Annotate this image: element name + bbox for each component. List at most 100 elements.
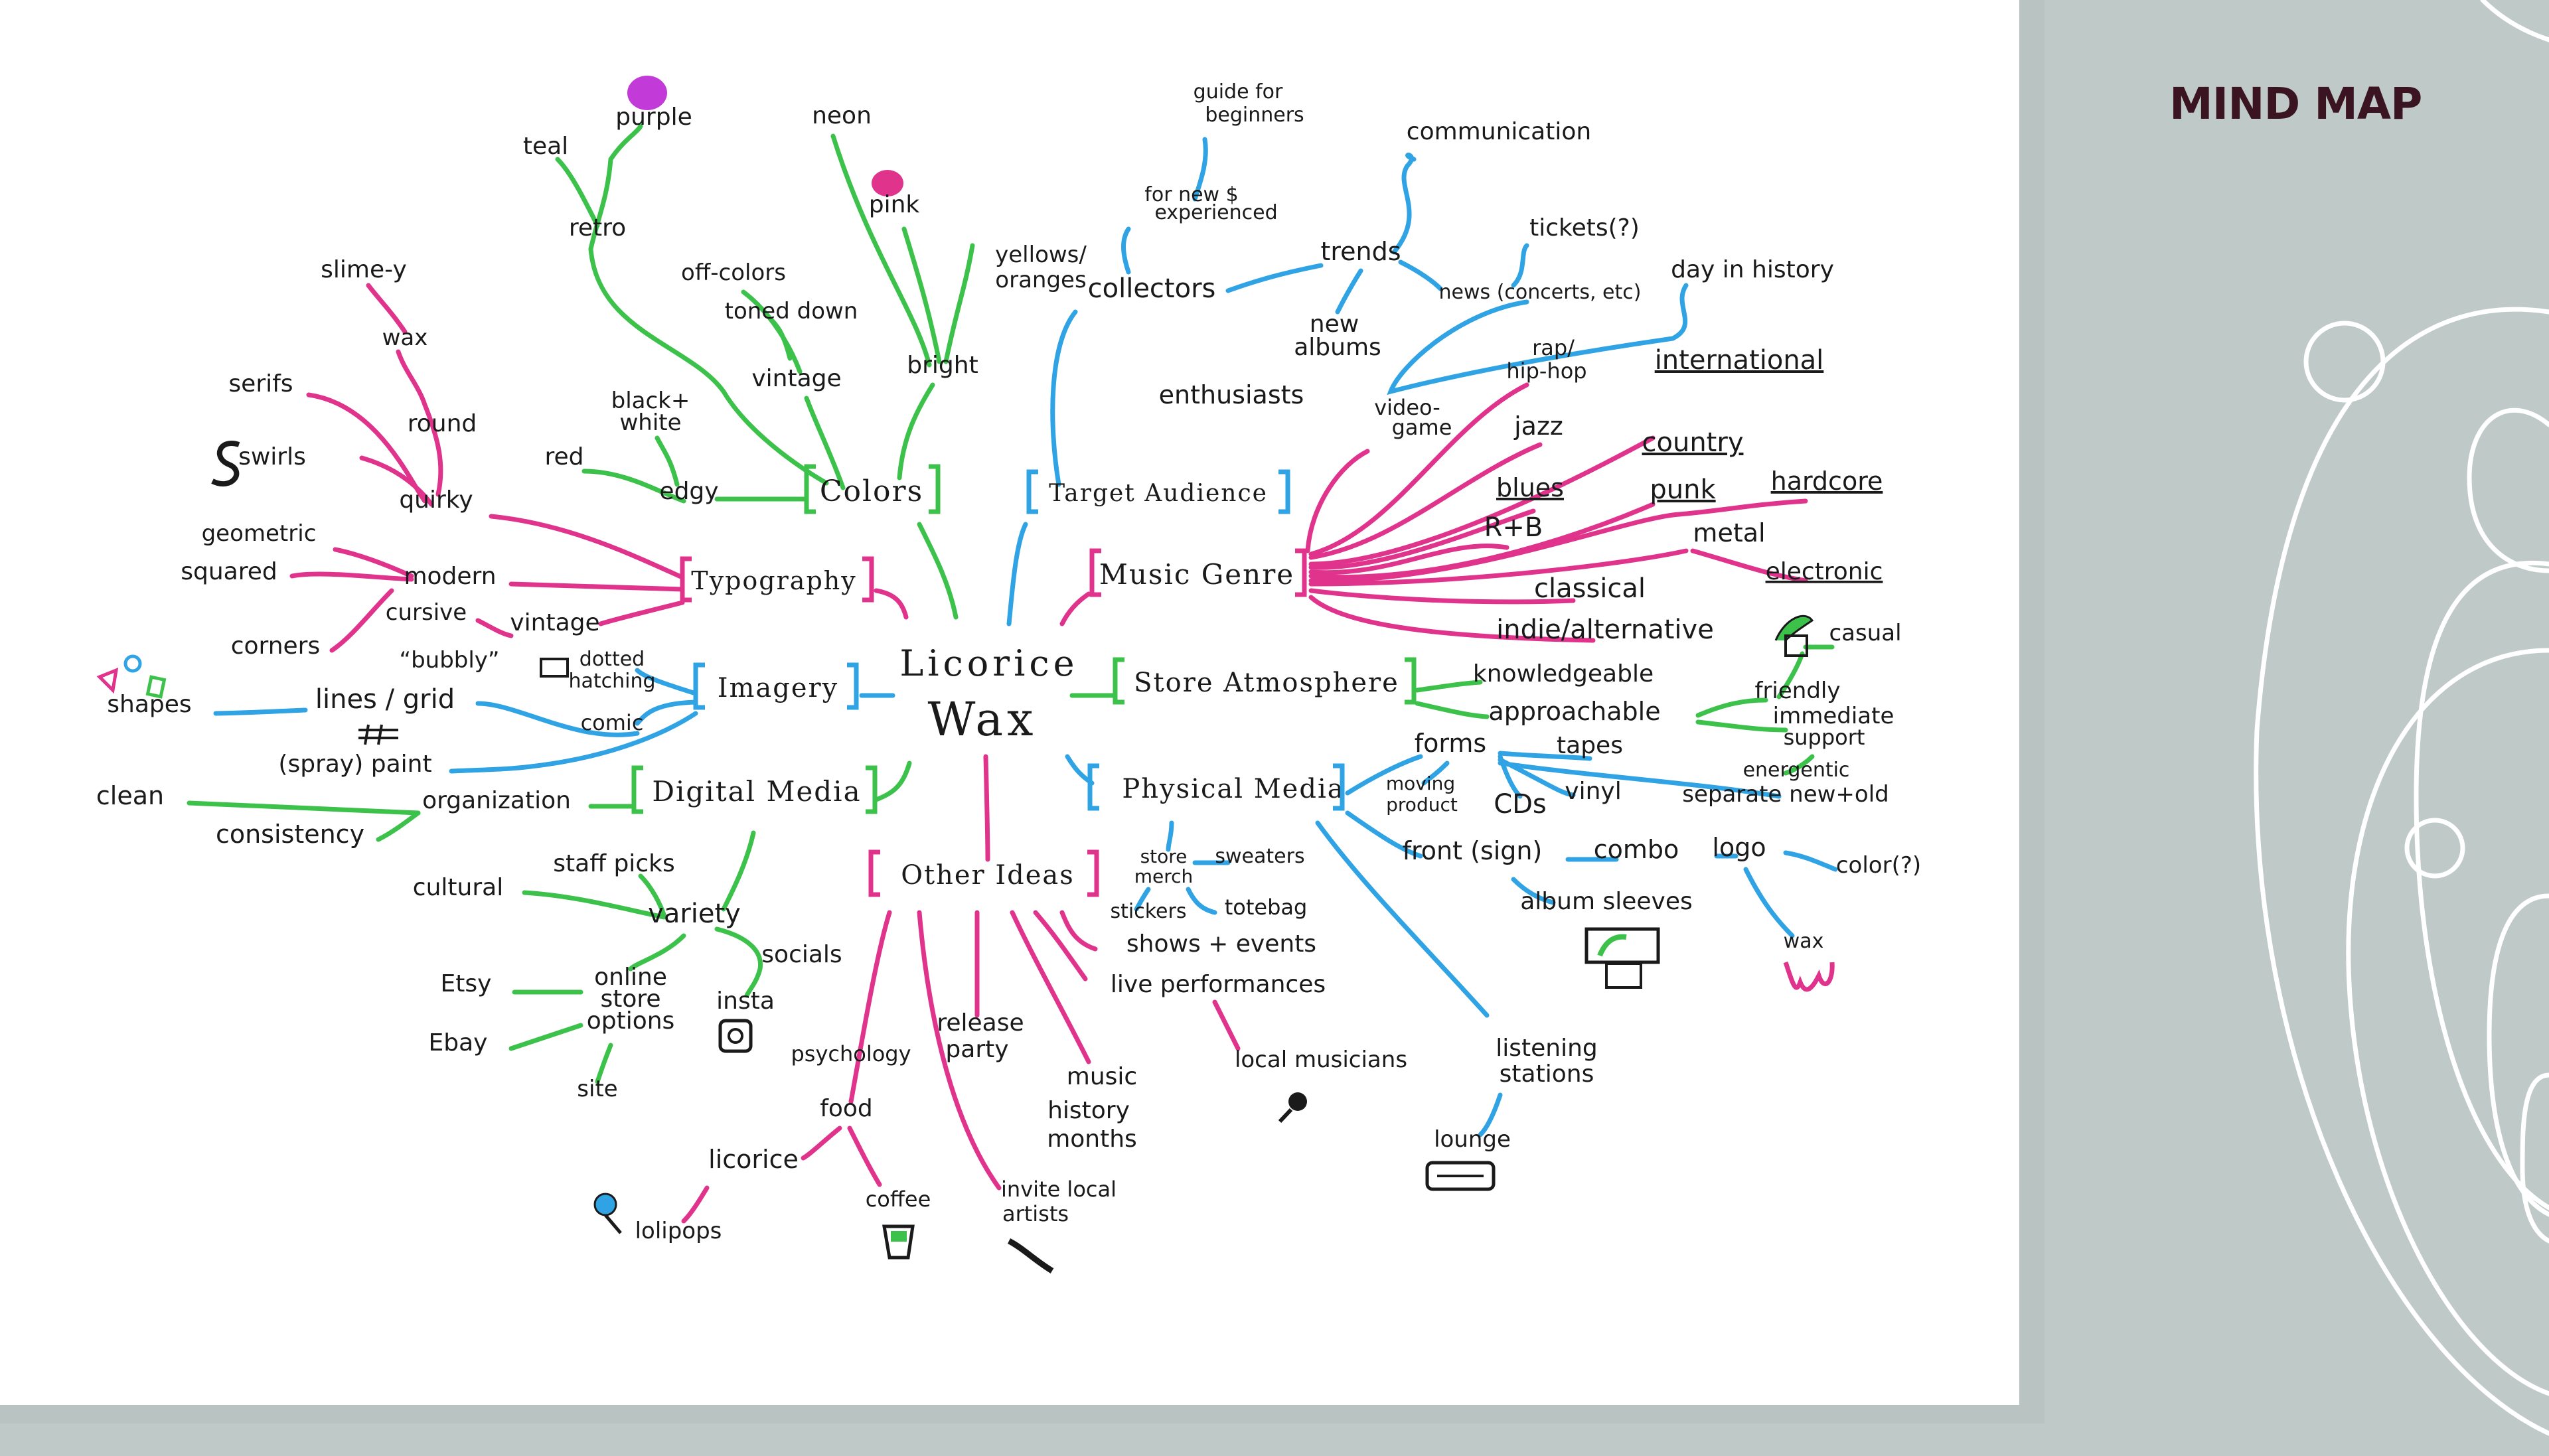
node-staffpicks: staff picks <box>553 850 674 877</box>
node-linesgrid: lines / grid <box>315 684 455 715</box>
category-bracket-left <box>680 556 692 603</box>
branch-line-green <box>901 226 942 364</box>
branch-line-blue <box>635 668 698 696</box>
branch-line-pink <box>1059 591 1091 626</box>
category-colors: Colors <box>820 474 923 508</box>
swirl-icon <box>211 441 240 487</box>
node-ebay: Ebay <box>429 1029 488 1056</box>
node-insta: insta <box>716 987 775 1015</box>
node-red: red <box>544 443 583 471</box>
instagram-lens-icon <box>728 1028 743 1044</box>
branch-line-green <box>917 522 959 620</box>
node-electronic: electronic <box>1766 558 1883 585</box>
branch-line-pink <box>359 455 434 507</box>
node-edgy: edgy <box>659 478 718 505</box>
category-bracket-right <box>1295 548 1307 597</box>
branch-line-green <box>522 890 666 920</box>
node-blues: blues <box>1496 473 1564 502</box>
node-wax: wax <box>382 325 428 351</box>
mind-map-diagram: LicoriceWaxColorsTypographyImageryDigita… <box>96 76 1921 1274</box>
deco-core-arc <box>2487 893 2549 1217</box>
branch-line-pink <box>1308 595 1596 643</box>
branch-line-blue <box>1225 263 1324 293</box>
node-yellows1: yellows/ <box>995 242 1087 268</box>
node-etsy: Etsy <box>441 970 492 997</box>
branch-line-pink <box>1690 548 1808 583</box>
category-bracket-right <box>847 662 859 710</box>
branch-line-green <box>628 933 686 972</box>
node-liveperf: live performances <box>1111 971 1326 998</box>
node-cds: CDs <box>1494 789 1547 820</box>
branch-line-blue <box>1006 522 1028 626</box>
branch-line-blue <box>1134 887 1151 912</box>
purple-scribble-icon <box>627 76 667 110</box>
node-waxdrip: wax <box>1784 930 1824 953</box>
branch-line-pink <box>598 600 685 626</box>
branch-line-pink <box>1308 435 1656 567</box>
node-classical: classical <box>1534 573 1646 604</box>
node-retro: retro <box>569 214 626 242</box>
node-toned: toned down <box>725 298 858 325</box>
category-bracket-right <box>929 464 941 514</box>
branch-line-green <box>1695 719 1788 733</box>
node-moving1: moving <box>1386 772 1455 794</box>
node-sweaters: sweaters <box>1215 845 1304 868</box>
branch-line-blue <box>1166 820 1174 852</box>
category-bracket-right <box>862 556 874 603</box>
node-psychology: psychology <box>791 1041 911 1066</box>
triangle-shape-icon <box>96 668 119 694</box>
node-listening1: listening <box>1496 1035 1598 1062</box>
branch-line-blue <box>1391 152 1417 255</box>
plant-pot-icon <box>1784 634 1808 657</box>
branch-line-blue <box>1783 850 1838 872</box>
branch-line-green <box>767 316 793 361</box>
node-listening2: stations <box>1500 1060 1594 1088</box>
node-tickets: tickets(?) <box>1529 214 1640 242</box>
branch-line-blue <box>1498 761 1782 799</box>
slide-title: MIND MAP <box>2169 78 2422 129</box>
wax-drip-icon <box>1783 961 1835 992</box>
branch-line-green <box>897 382 935 480</box>
branch-line-green <box>638 873 666 917</box>
deco-outer-arc <box>2254 307 2549 1436</box>
branch-line-blue <box>635 699 698 726</box>
branch-line-pink <box>489 514 685 580</box>
branch-line-green <box>1415 680 1483 693</box>
branch-line-blue <box>1121 226 1131 275</box>
node-indie: indie/alternative <box>1496 615 1714 645</box>
node-squared: squared <box>181 558 277 585</box>
node-online3: options <box>587 1007 675 1035</box>
branch-line-pink <box>874 588 909 620</box>
node-lounge: lounge <box>1434 1126 1511 1153</box>
node-frontsign: front (sign) <box>1403 836 1543 865</box>
branch-line-green <box>588 246 829 486</box>
node-vintage-c: vintage <box>751 365 841 392</box>
node-purple: purple <box>615 104 692 131</box>
node-dotted2: hatching <box>568 670 655 693</box>
node-cursive: cursive <box>386 599 467 626</box>
node-food: food <box>820 1095 873 1122</box>
node-newalbums2: albums <box>1294 334 1381 361</box>
branch-line-pink <box>508 581 685 592</box>
node-clean: clean <box>96 781 164 810</box>
branch-line-pink <box>1308 544 1509 575</box>
node-release1: release <box>937 1009 1024 1037</box>
branch-line-blue <box>1743 867 1795 938</box>
node-friendly: friendly <box>1754 678 1840 704</box>
branch-line-green <box>187 800 421 816</box>
node-fornew1: for new $ <box>1144 183 1238 206</box>
node-swirls: swirls <box>238 443 306 471</box>
category-bracket-left <box>693 662 705 710</box>
branch-line-blue <box>1315 820 1490 1018</box>
branch-line-blue <box>1192 137 1208 202</box>
node-localmus: local musicians <box>1235 1047 1407 1073</box>
branch-line-blue <box>1478 1092 1503 1137</box>
branch-line-pink <box>333 547 414 579</box>
node-yellows2: oranges <box>995 267 1086 293</box>
node-music2: history <box>1047 1097 1130 1124</box>
branch-line-pink <box>681 1185 710 1224</box>
center-topic-line1: Licorice <box>899 642 1078 684</box>
couch-icon <box>1425 1161 1496 1191</box>
branch-line-pink <box>983 754 990 862</box>
node-approachable: approachable <box>1488 697 1660 726</box>
